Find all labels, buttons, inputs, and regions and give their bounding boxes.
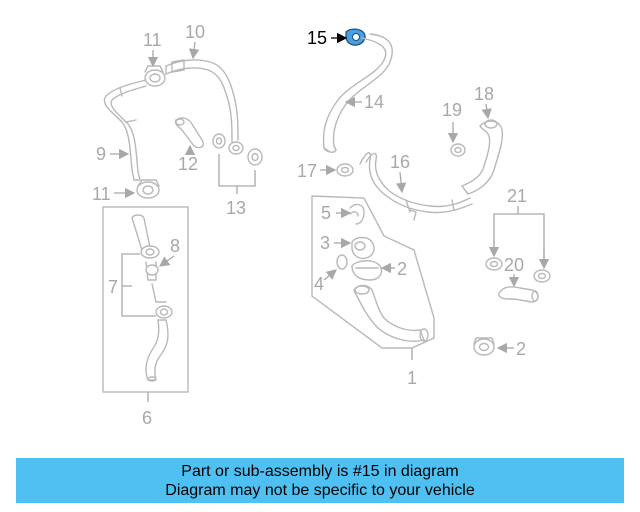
callout-4[interactable]: 4 bbox=[314, 274, 324, 294]
assembly-6-parts bbox=[131, 214, 173, 382]
callout-11-lower[interactable]: 11 bbox=[92, 184, 111, 204]
part-15-clamp[interactable] bbox=[345, 28, 366, 46]
part-10-pipe bbox=[165, 59, 244, 155]
part-16-pipe bbox=[359, 152, 473, 221]
callout-14[interactable]: 14 bbox=[364, 92, 384, 112]
part-12-hose bbox=[174, 117, 204, 149]
leader-4 bbox=[323, 269, 337, 281]
callout-18[interactable]: 18 bbox=[474, 84, 494, 104]
callout-17[interactable]: 17 bbox=[297, 161, 317, 181]
callout-2-b[interactable]: 2 bbox=[516, 339, 526, 359]
part-2-clamp-right bbox=[473, 337, 495, 356]
callout-1[interactable]: 1 bbox=[407, 368, 417, 388]
part-11-clamp-lower bbox=[136, 179, 160, 199]
callout-5[interactable]: 5 bbox=[321, 203, 331, 223]
part-21-clamps bbox=[485, 257, 551, 283]
part-9-hose bbox=[103, 79, 147, 181]
bracket-7 bbox=[121, 253, 156, 317]
part-11-clamp-upper bbox=[144, 65, 166, 87]
callout-2-a[interactable]: 2 bbox=[397, 259, 407, 279]
callout-16[interactable]: 16 bbox=[390, 152, 410, 172]
part-17-clamp bbox=[336, 163, 354, 177]
callout-21[interactable]: 21 bbox=[507, 186, 527, 206]
callout-7[interactable]: 7 bbox=[108, 277, 118, 297]
callout-20[interactable]: 20 bbox=[504, 255, 524, 275]
leader-16 bbox=[395, 171, 407, 194]
callout-13[interactable]: 13 bbox=[226, 198, 246, 218]
leader-10 bbox=[188, 41, 200, 60]
banner-line-2: Diagram may not be specific to your vehi… bbox=[165, 481, 475, 499]
assembly-box-6 bbox=[102, 206, 189, 393]
banner-line-1: Part or sub-assembly is #15 in diagram bbox=[181, 462, 459, 480]
assembly-box-1 bbox=[311, 195, 435, 349]
part-14-hose bbox=[322, 33, 393, 153]
callout-6[interactable]: 6 bbox=[142, 408, 152, 428]
callout-19[interactable]: 19 bbox=[442, 100, 462, 120]
leader-18 bbox=[481, 103, 492, 120]
callout-3[interactable]: 3 bbox=[320, 233, 330, 253]
callout-9[interactable]: 9 bbox=[96, 144, 106, 164]
callout-15[interactable]: 15 bbox=[307, 28, 327, 48]
assembly-1-parts bbox=[336, 203, 429, 342]
callout-11-upper[interactable]: 11 bbox=[143, 30, 162, 50]
parts-diagram: 15 14 10 11 9 12 bbox=[92, 22, 551, 428]
info-banner: Part or sub-assembly is #15 in diagram D… bbox=[16, 458, 624, 503]
part-13-gaskets bbox=[212, 133, 263, 194]
callout-8[interactable]: 8 bbox=[170, 236, 180, 256]
callout-12[interactable]: 12 bbox=[178, 154, 198, 174]
bracket-21 bbox=[493, 213, 545, 266]
part-18-hose bbox=[461, 119, 504, 195]
part-20-hose bbox=[498, 286, 539, 303]
part-19-clamp bbox=[450, 143, 466, 157]
callout-10[interactable]: 10 bbox=[185, 22, 205, 42]
leader-8 bbox=[158, 255, 175, 267]
